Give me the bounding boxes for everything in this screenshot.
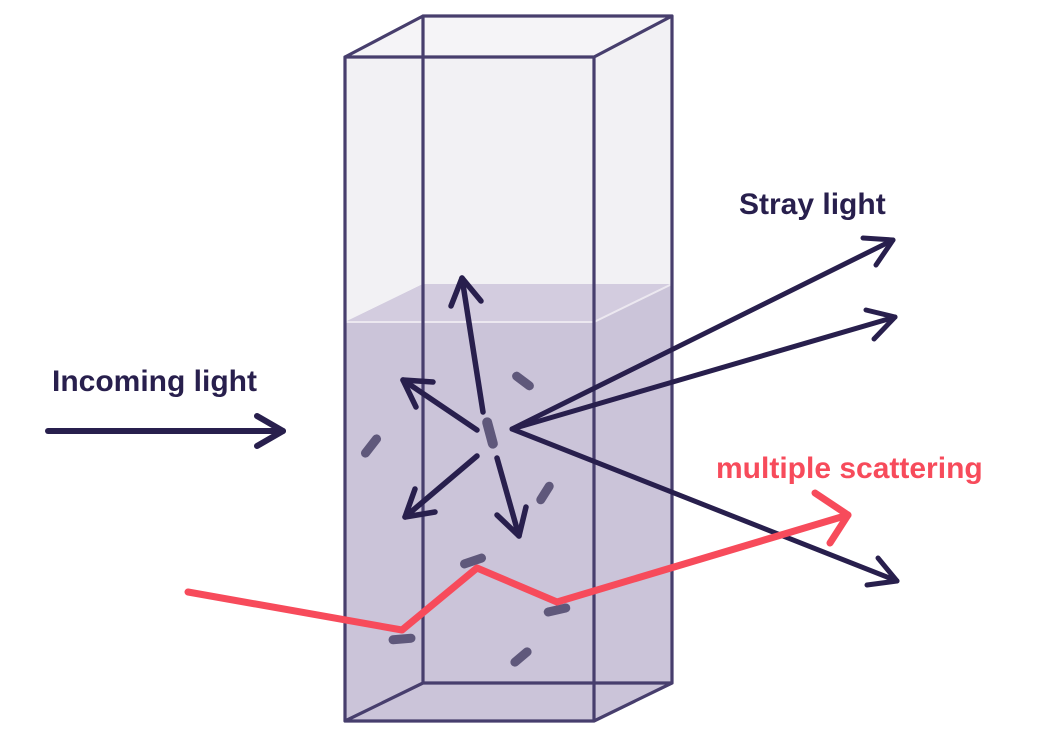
cuvette: [343, 14, 674, 723]
incoming-light-arrow: [45, 413, 286, 449]
scatter-arrows: [400, 275, 529, 539]
scatter-arrow-up: [448, 275, 486, 415]
particle: [512, 371, 534, 391]
arrowhead-icon: [811, 489, 852, 547]
stray-light-arrow-lower: [509, 307, 898, 432]
cuvette-wireframe: [343, 14, 674, 723]
particle: [536, 481, 554, 505]
particle: [388, 633, 416, 645]
liquid-surface: [345, 284, 672, 322]
arrowhead-icon: [400, 377, 436, 410]
particle: [360, 434, 382, 458]
transmitted-arrow-down-right: [509, 426, 900, 588]
incoming-light-label: Incoming light: [52, 365, 257, 398]
arrowhead-icon: [254, 413, 286, 449]
arrowhead-icon: [448, 275, 484, 309]
particle-group: [360, 371, 571, 667]
arrowhead-icon: [863, 307, 898, 342]
multiple-scattering-path: [184, 489, 852, 634]
stray-light-arrows: [509, 235, 900, 588]
cuvette-top-face: [345, 16, 672, 57]
scatter-arrow-down-left: [402, 453, 480, 520]
scattering-center-particle: [482, 417, 498, 449]
arrowhead-icon: [494, 504, 529, 539]
particle: [459, 553, 487, 569]
particle: [510, 647, 532, 667]
scatter-arrow-down: [494, 455, 529, 539]
particle: [543, 603, 571, 617]
arrowhead-icon: [860, 235, 896, 268]
arrowhead-icon: [402, 486, 438, 520]
multiple-scattering-label: multiple scattering: [716, 452, 983, 485]
stray-light-label: Stray light: [739, 188, 886, 221]
scatter-arrow-up-left: [400, 377, 480, 433]
stray-light-arrow-upper: [509, 235, 896, 432]
arrowhead-icon: [864, 555, 900, 588]
